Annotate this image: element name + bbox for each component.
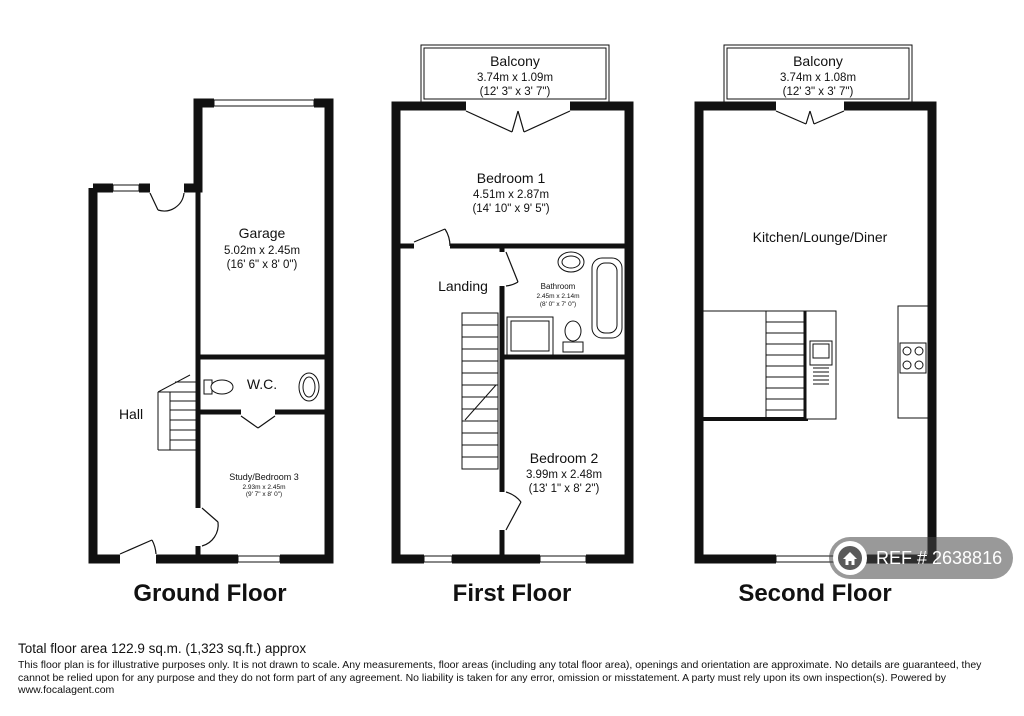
second-balcony-imperial: (12' 3" x 3' 7") (783, 86, 854, 98)
second-floor-doors (775, 110, 845, 125)
bedroom-2-imperial: (13' 1" x 8' 2") (529, 483, 600, 495)
bedroom-2-metric: 3.99m x 2.48m (526, 469, 602, 481)
bathroom-fixtures (506, 251, 623, 356)
study-imperial: (9' 7" x 8' 0") (246, 491, 282, 498)
second-floor-labels: Balcony 3.74m x 1.08m (12' 3" x 3' 7") K… (738, 53, 891, 607)
wc-fixtures (203, 372, 320, 402)
reference-number: REF # 2638816 (876, 547, 1003, 568)
first-floor-title: First Floor (453, 580, 572, 607)
first-balcony-metric: 3.74m x 1.09m (477, 72, 553, 84)
kitchen-units (702, 305, 929, 420)
reference-badge: REF # 2638816 (829, 537, 1013, 579)
disclaimer: This floor plan is for illustrative purp… (18, 659, 982, 696)
ground-floor-window-lines (112, 99, 315, 563)
ground-floor-title: Ground Floor (133, 580, 286, 607)
second-floor-stairs (765, 310, 805, 420)
bathroom-imperial: (8' 0" x 7' 0") (540, 301, 576, 308)
second-floor-title: Second Floor (738, 580, 891, 607)
floor-plan-drawing: Garage 5.02m x 2.45m (16' 6" x 8' 0") W.… (88, 44, 937, 607)
second-balcony-name: Balcony (793, 53, 843, 69)
first-balcony-imperial: (12' 3" x 3' 7") (480, 86, 551, 98)
first-floor-labels: Balcony 3.74m x 1.09m (12' 3" x 3' 7") B… (438, 53, 602, 607)
hall-name: Hall (119, 406, 143, 422)
second-floor-plan (694, 44, 937, 564)
house-icon (833, 541, 867, 575)
bedroom-1-imperial: (14' 10" x 9' 5") (472, 203, 549, 215)
garage-imperial: (16' 6" x 8' 0") (227, 259, 298, 271)
wc-name: W.C. (247, 376, 277, 392)
ground-floor-walls (88, 98, 334, 564)
bathroom-metric: 2.45m x 2.14m (537, 293, 580, 300)
first-balcony-name: Balcony (490, 53, 540, 69)
garage-name: Garage (239, 225, 286, 241)
second-balcony-metric: 3.74m x 1.08m (780, 72, 856, 84)
bedroom-1-name: Bedroom 1 (477, 170, 546, 186)
footer: Total floor area 122.9 sq.m. (1,323 sq.f… (18, 641, 1008, 697)
ground-floor-doors (119, 192, 276, 555)
bathroom-name: Bathroom (541, 282, 576, 291)
study-metric: 2.93m x 2.45m (243, 484, 286, 491)
total-floor-area: Total floor area 122.9 sq.m. (1,323 sq.f… (18, 641, 307, 656)
landing-name: Landing (438, 278, 488, 294)
first-floor-stairs (461, 312, 499, 470)
study-name: Study/Bedroom 3 (229, 472, 299, 482)
bedroom-1-metric: 4.51m x 2.87m (473, 189, 549, 201)
kitchen-lounge-diner-name: Kitchen/Lounge/Diner (753, 229, 888, 245)
bedroom-2-name: Bedroom 2 (530, 450, 599, 466)
ground-floor-labels: Garage 5.02m x 2.45m (16' 6" x 8' 0") W.… (119, 225, 300, 607)
first-floor-window-lines (423, 555, 587, 563)
garage-metric: 5.02m x 2.45m (224, 245, 300, 257)
first-floor-plan (391, 44, 634, 564)
ground-floor-openings (113, 98, 314, 564)
second-floor-openings (776, 101, 844, 564)
first-floor-doors (413, 110, 571, 531)
ground-floor-stairs (157, 374, 197, 451)
ground-floor-plan (88, 98, 334, 564)
first-floor-openings (414, 101, 586, 564)
